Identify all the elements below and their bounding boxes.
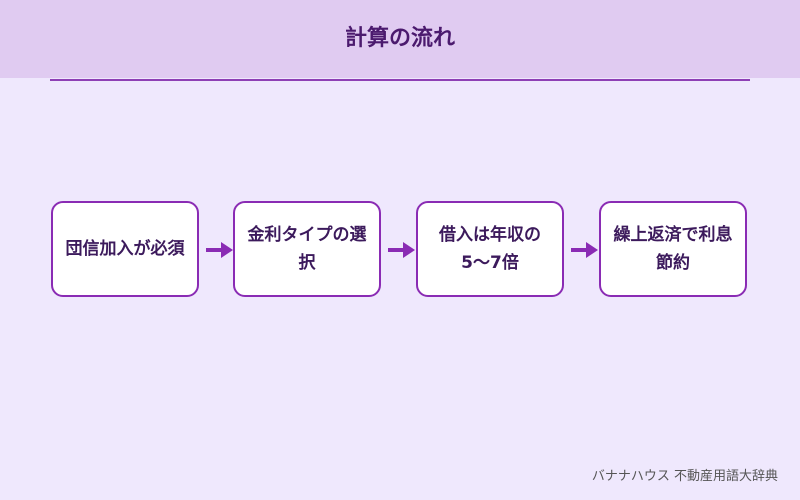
step-box-2: 金利タイプの選択 <box>233 201 381 297</box>
step-label-1: 団信加入が必須 <box>65 239 185 259</box>
arrow-icon-3 <box>571 242 598 258</box>
step-box-3: 借入は年収の5〜7倍 <box>416 201 564 297</box>
step-label-3: 借入は年収の5〜7倍 <box>439 225 541 273</box>
arrow-icon-2 <box>388 242 415 258</box>
step-box-1: 団信加入が必須 <box>51 201 199 297</box>
header-divider <box>50 79 750 81</box>
footer-credit: バナナハウス 不動産用語大辞典 <box>591 469 778 484</box>
step-box-4: 繰上返済で利息節約 <box>599 201 747 297</box>
page-title: 計算の流れ <box>344 26 455 51</box>
arrow-icon-1 <box>206 242 233 258</box>
header-band <box>0 0 800 78</box>
step-label-2: 金利タイプの選択 <box>247 225 367 273</box>
step-label-4: 繰上返済で利息節約 <box>613 225 733 273</box>
